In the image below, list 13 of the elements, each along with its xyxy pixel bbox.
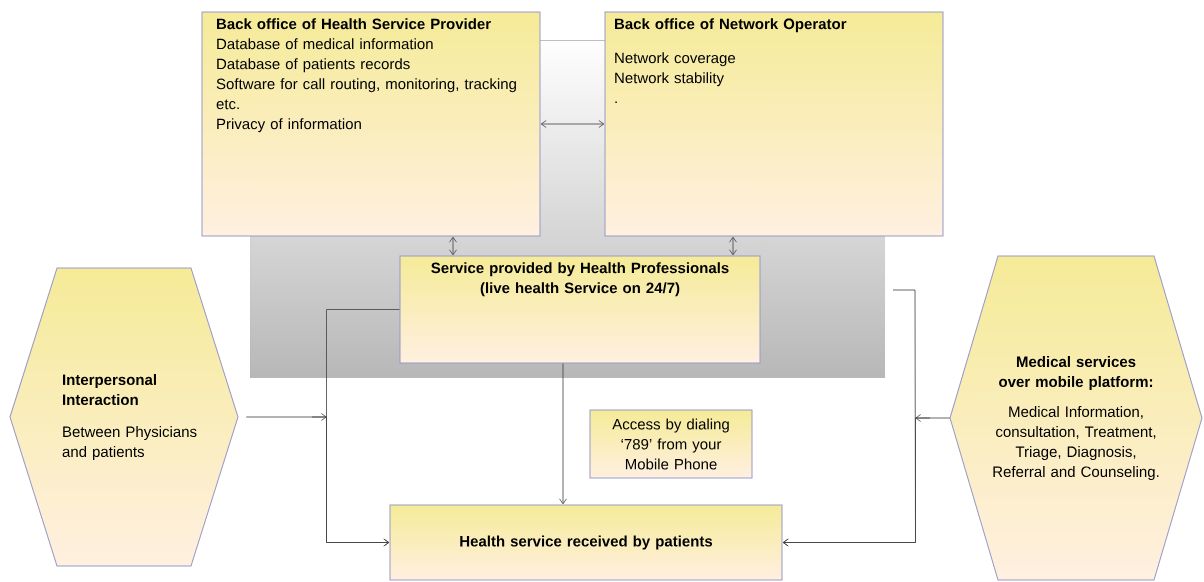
arrow bbox=[449, 236, 457, 256]
process-box: Health service received by patients bbox=[389, 504, 783, 581]
arrow bbox=[782, 414, 951, 547]
hexagon: Medical services over mobile platform: Medical Information, consultation, Treatment, Triage, Diagnosis, Referral and Counseling. bbox=[949, 255, 1203, 581]
arrow bbox=[245, 413, 390, 547]
info-box: Back office of Health Service Provider Database of medical information Database of patients records Software for call routing, monitoring, tracking etc. Privacy of information bbox=[201, 11, 541, 237]
arrow bbox=[729, 236, 737, 256]
note-box: Access by dialing ‘789’ from your Mobile Phone bbox=[589, 409, 753, 479]
arrow bbox=[559, 363, 567, 505]
process-box: Service provided by Health Professionals (live health Service on 24/7) bbox=[399, 255, 761, 364]
info-box: Back office of Network Operator Network coverage Network stability . bbox=[604, 11, 944, 237]
hexagon: Interpersonal Interaction Between Physicians and patients bbox=[9, 267, 239, 567]
arrow bbox=[540, 120, 605, 128]
